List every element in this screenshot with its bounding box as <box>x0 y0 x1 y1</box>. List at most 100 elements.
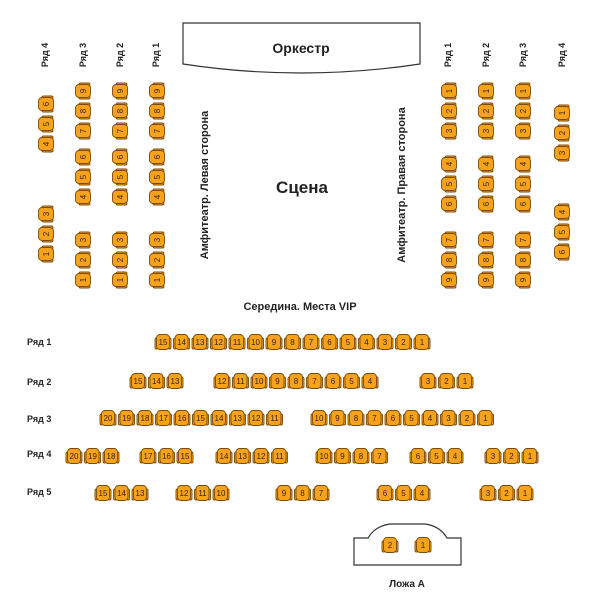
seat-middle-row5-15[interactable]: 15 <box>94 485 112 501</box>
seat-left-row1-5[interactable]: 5 <box>149 168 165 186</box>
seat-right-row2-5[interactable]: 5 <box>478 175 494 193</box>
seat-middle-row1-7[interactable]: 7 <box>302 334 320 350</box>
seat-middle-row5-7[interactable]: 7 <box>312 485 330 501</box>
seat-right-row4-3[interactable]: 3 <box>554 144 570 162</box>
seat-right-row2-7[interactable]: 7 <box>478 231 494 249</box>
seat-right-row3-3[interactable]: 3 <box>515 122 531 140</box>
seat-middle-row3-4[interactable]: 4 <box>421 410 439 426</box>
seat-right-row3-9[interactable]: 9 <box>515 271 531 289</box>
seat-middle-row4-14[interactable]: 14 <box>215 448 233 464</box>
seat-right-row2-8[interactable]: 8 <box>478 251 494 269</box>
seat-middle-row3-8[interactable]: 8 <box>347 410 365 426</box>
seat-middle-row5-5[interactable]: 5 <box>395 485 412 501</box>
seat-right-row4-6[interactable]: 6 <box>554 243 570 261</box>
seat-middle-row5-8[interactable]: 8 <box>294 485 311 501</box>
seat-left-row4-1[interactable]: 1 <box>38 245 54 263</box>
seat-middle-row4-18[interactable]: 18 <box>102 448 120 464</box>
seat-right-row2-6[interactable]: 6 <box>478 195 494 213</box>
seat-middle-row5-11[interactable]: 11 <box>194 485 211 501</box>
seat-left-row1-4[interactable]: 4 <box>149 188 165 206</box>
seat-middle-row2-13[interactable]: 13 <box>166 373 184 389</box>
seat-left-row1-2[interactable]: 2 <box>149 251 165 269</box>
seat-middle-row1-8[interactable]: 8 <box>284 334 301 350</box>
seat-middle-row2-7[interactable]: 7 <box>306 373 323 389</box>
seat-middle-row1-12[interactable]: 12 <box>210 334 227 350</box>
seat-left-row4-4[interactable]: 4 <box>38 135 54 153</box>
seat-right-row1-6[interactable]: 6 <box>441 195 457 213</box>
seat-right-row1-2[interactable]: 2 <box>441 102 457 120</box>
seat-middle-row2-2[interactable]: 2 <box>438 373 455 389</box>
seat-middle-row1-9[interactable]: 9 <box>265 334 283 350</box>
seat-middle-row1-4[interactable]: 4 <box>358 334 375 350</box>
seat-left-row3-6[interactable]: 6 <box>75 148 91 166</box>
seat-left-row3-1[interactable]: 1 <box>75 271 91 289</box>
seat-middle-row4-10[interactable]: 10 <box>315 448 333 464</box>
seat-right-row1-8[interactable]: 8 <box>441 251 457 269</box>
seat-middle-row2-1[interactable]: 1 <box>456 373 474 389</box>
seat-middle-row3-16[interactable]: 16 <box>173 410 191 426</box>
seat-middle-row3-9[interactable]: 9 <box>329 410 346 426</box>
seat-middle-row4-12[interactable]: 12 <box>252 448 270 464</box>
seat-right-row4-5[interactable]: 5 <box>554 223 570 241</box>
seat-middle-row1-11[interactable]: 11 <box>228 334 246 350</box>
seat-middle-row5-6[interactable]: 6 <box>376 485 394 501</box>
seat-middle-row5-1[interactable]: 1 <box>516 485 534 501</box>
seat-right-row1-9[interactable]: 9 <box>441 271 457 289</box>
seat-middle-row2-10[interactable]: 10 <box>250 373 268 389</box>
seat-middle-row3-7[interactable]: 7 <box>366 410 383 426</box>
seat-right-row3-1[interactable]: 1 <box>515 82 531 100</box>
seat-middle-row4-15[interactable]: 15 <box>176 448 194 464</box>
seat-right-row3-8[interactable]: 8 <box>515 251 531 269</box>
seat-middle-row1-3[interactable]: 3 <box>376 334 394 350</box>
seat-left-row4-3[interactable]: 3 <box>38 205 54 223</box>
seat-middle-row3-19[interactable]: 19 <box>118 410 135 426</box>
seat-left-row2-7[interactable]: 7 <box>112 122 128 140</box>
seat-middle-row4-5[interactable]: 5 <box>428 448 445 464</box>
seat-right-row2-4[interactable]: 4 <box>478 155 494 173</box>
seat-middle-row2-5[interactable]: 5 <box>343 373 360 389</box>
seat-middle-row4-17[interactable]: 17 <box>139 448 157 464</box>
seat-middle-row2-12[interactable]: 12 <box>213 373 231 389</box>
seat-middle-row3-18[interactable]: 18 <box>136 410 154 426</box>
seat-left-row2-5[interactable]: 5 <box>112 168 128 186</box>
seat-middle-row1-5[interactable]: 5 <box>339 334 357 350</box>
seat-right-row3-6[interactable]: 6 <box>515 195 531 213</box>
seat-middle-row4-11[interactable]: 11 <box>271 448 288 464</box>
seat-middle-row5-12[interactable]: 12 <box>175 485 193 501</box>
seat-middle-row3-2[interactable]: 2 <box>458 410 476 426</box>
seat-middle-row2-9[interactable]: 9 <box>269 373 286 389</box>
seat-right-row3-7[interactable]: 7 <box>515 231 531 249</box>
seat-right-row4-2[interactable]: 2 <box>554 124 570 142</box>
seat-middle-row1-15[interactable]: 15 <box>154 334 172 350</box>
seat-middle-row1-2[interactable]: 2 <box>395 334 412 350</box>
seat-middle-row5-14[interactable]: 14 <box>113 485 130 501</box>
seat-right-row2-1[interactable]: 1 <box>478 82 494 100</box>
seat-middle-row5-10[interactable]: 10 <box>212 485 230 501</box>
seat-middle-row4-2[interactable]: 2 <box>503 448 520 464</box>
seat-left-row3-3[interactable]: 3 <box>75 231 91 249</box>
seat-middle-row2-11[interactable]: 11 <box>232 373 249 389</box>
seat-left-row3-7[interactable]: 7 <box>75 122 91 140</box>
seat-middle-row5-3[interactable]: 3 <box>479 485 497 501</box>
seat-middle-row4-9[interactable]: 9 <box>334 448 351 464</box>
seat-middle-row3-11[interactable]: 11 <box>266 410 283 426</box>
seat-box-a-1[interactable]: 1 <box>414 537 432 553</box>
seat-right-row3-2[interactable]: 2 <box>515 102 531 120</box>
seat-middle-row2-15[interactable]: 15 <box>129 373 147 389</box>
seat-left-row1-1[interactable]: 1 <box>149 271 165 289</box>
seat-middle-row4-1[interactable]: 1 <box>521 448 539 464</box>
seat-middle-row4-16[interactable]: 16 <box>158 448 175 464</box>
seat-middle-row5-2[interactable]: 2 <box>498 485 515 501</box>
seat-left-row1-9[interactable]: 9 <box>149 82 165 100</box>
seat-left-row3-5[interactable]: 5 <box>75 168 91 186</box>
seat-middle-row3-12[interactable]: 12 <box>247 410 265 426</box>
seat-middle-row5-9[interactable]: 9 <box>275 485 293 501</box>
seat-left-row2-8[interactable]: 8 <box>112 102 128 120</box>
seat-left-row2-6[interactable]: 6 <box>112 148 128 166</box>
seat-middle-row1-1[interactable]: 1 <box>413 334 431 350</box>
seat-right-row1-5[interactable]: 5 <box>441 175 457 193</box>
seat-right-row2-9[interactable]: 9 <box>478 271 494 289</box>
seat-right-row4-4[interactable]: 4 <box>554 203 570 221</box>
seat-left-row3-2[interactable]: 2 <box>75 251 91 269</box>
seat-middle-row5-13[interactable]: 13 <box>131 485 149 501</box>
